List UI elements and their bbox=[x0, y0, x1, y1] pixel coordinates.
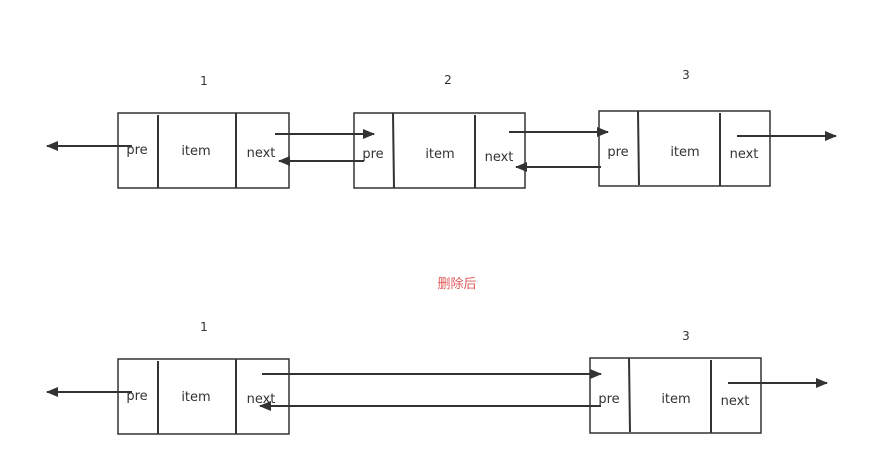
item-label: item bbox=[181, 144, 210, 159]
next-label: next bbox=[247, 392, 276, 407]
node-box bbox=[598, 110, 771, 187]
item-label: item bbox=[670, 145, 699, 160]
item-label: item bbox=[661, 392, 690, 407]
node-number: 1 bbox=[200, 320, 208, 334]
cell-divider bbox=[637, 110, 640, 186]
node-2 bbox=[353, 112, 526, 189]
pre-label: pre bbox=[126, 143, 147, 158]
node-number: 1 bbox=[200, 74, 208, 88]
node-box bbox=[589, 357, 762, 434]
after-labels: 1 3 pre item next pre item next bbox=[126, 320, 749, 409]
next-label: next bbox=[247, 146, 276, 161]
pre-label: pre bbox=[598, 392, 619, 407]
node-1 bbox=[117, 112, 290, 189]
pre-label: pre bbox=[362, 147, 383, 162]
node-3 bbox=[589, 357, 762, 434]
before-list bbox=[46, 110, 837, 189]
pre-label: pre bbox=[126, 389, 147, 404]
next-label: next bbox=[721, 394, 750, 409]
node-1 bbox=[117, 358, 290, 435]
node-box bbox=[353, 112, 526, 189]
node-3 bbox=[598, 110, 771, 187]
node-number: 2 bbox=[444, 73, 452, 87]
node-number: 3 bbox=[682, 329, 690, 343]
after-deletion-caption: 删除后 bbox=[437, 277, 476, 292]
item-label: item bbox=[425, 147, 454, 162]
node-number: 3 bbox=[682, 68, 690, 82]
next-label: next bbox=[730, 147, 759, 162]
before-labels: 1 2 3 pre item next pre item next pre it… bbox=[126, 68, 758, 165]
next-label: next bbox=[485, 150, 514, 165]
pre-label: pre bbox=[607, 145, 628, 160]
cell-divider bbox=[628, 357, 631, 433]
item-label: item bbox=[181, 390, 210, 405]
cell-divider bbox=[392, 112, 395, 189]
node-box bbox=[117, 112, 290, 189]
after-list bbox=[46, 357, 828, 435]
node-box bbox=[117, 358, 290, 435]
